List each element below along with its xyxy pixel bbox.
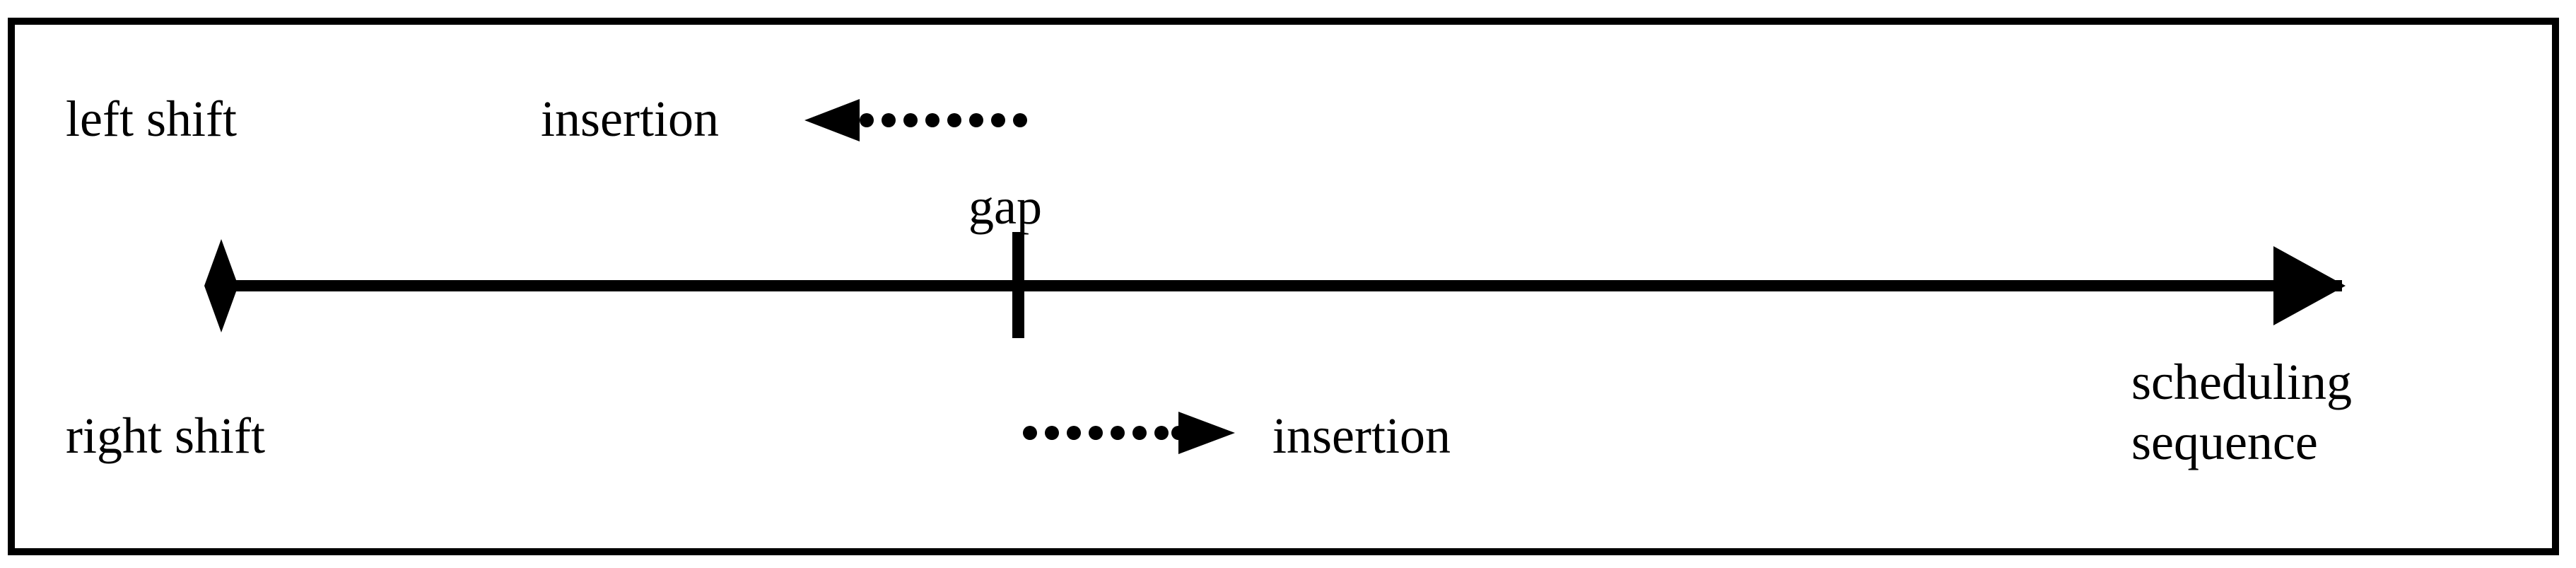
scheduling-sequence-line-2: sequence xyxy=(2131,413,2318,470)
scheduling-sequence-label: scheduling sequence xyxy=(2131,352,2428,473)
right-arrowhead xyxy=(1178,412,1235,454)
right-shift-label: right shift xyxy=(66,407,265,464)
left-shift-insertion-arrow xyxy=(799,99,1032,145)
figure-border xyxy=(8,18,2559,555)
left-arrowhead xyxy=(804,99,860,141)
left-shift-label: left shift xyxy=(66,91,237,147)
scheduling-sequence-line-1: scheduling xyxy=(2131,354,2352,410)
right-shift-insertion-arrow xyxy=(1021,412,1241,458)
right-arrow-dots xyxy=(1023,426,1185,440)
gap-label: gap xyxy=(968,178,1042,235)
top-insertion-label: insertion xyxy=(541,91,719,147)
left-arrow-dots xyxy=(860,113,1027,127)
bottom-insertion-label: insertion xyxy=(1272,407,1451,464)
